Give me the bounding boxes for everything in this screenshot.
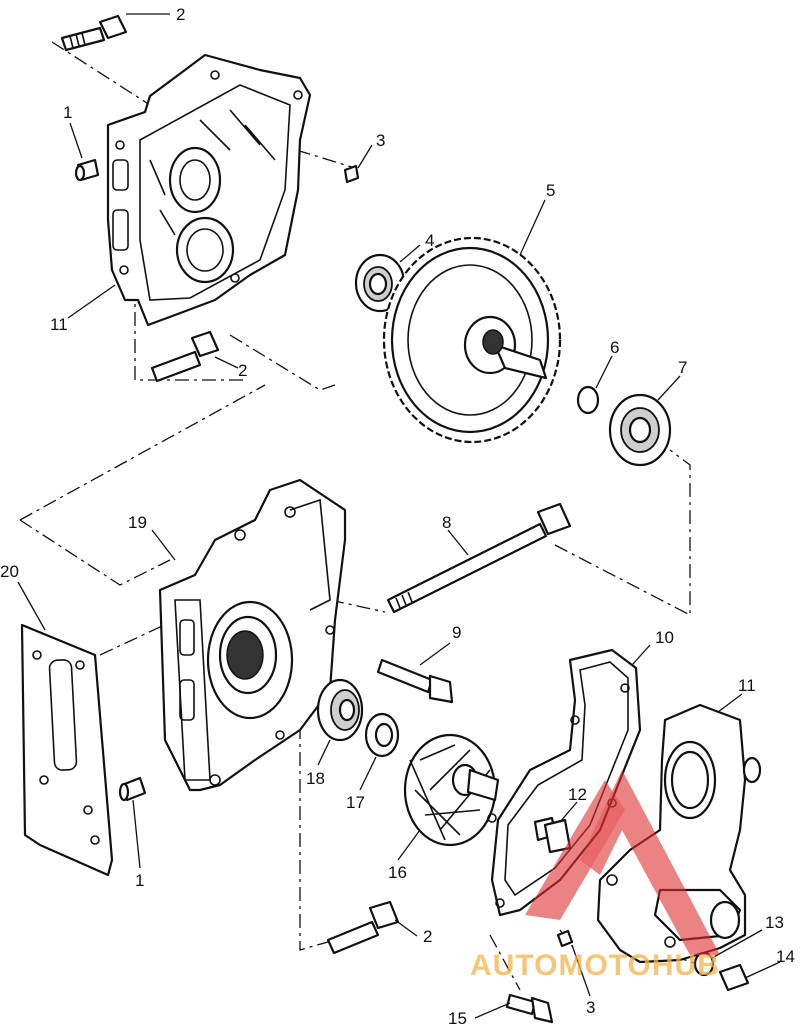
bolt-bottom bbox=[326, 900, 400, 955]
callout-14: 14 bbox=[776, 947, 795, 966]
dowel-pin-bottom bbox=[118, 776, 147, 802]
pin-top bbox=[343, 164, 360, 184]
bolt-mid bbox=[150, 330, 220, 383]
callout-2-top: 2 bbox=[176, 5, 185, 24]
callout-11-bottom: 11 bbox=[738, 676, 756, 695]
callout-15: 15 bbox=[448, 1009, 467, 1026]
callout-4: 4 bbox=[425, 231, 434, 250]
housing-plate-top bbox=[106, 53, 312, 327]
automotohub-watermark: AUTOMOTOHUB bbox=[470, 770, 720, 982]
bolt-nine bbox=[376, 658, 454, 704]
seal-bearing bbox=[316, 678, 364, 742]
callout-6: 6 bbox=[610, 338, 619, 357]
callout-17: 17 bbox=[346, 793, 365, 812]
callout-3-bottom: 3 bbox=[586, 998, 595, 1017]
callout-2-mid: 2 bbox=[238, 361, 247, 380]
impeller bbox=[403, 733, 500, 847]
callout-labels: 2 1 3 5 4 11 2 6 7 19 8 20 9 10 11 12 18… bbox=[0, 5, 795, 1026]
circlip bbox=[576, 385, 600, 415]
long-bolt bbox=[386, 502, 572, 614]
bearing-large bbox=[608, 393, 672, 467]
watermark-logo-triangle-inner bbox=[525, 780, 625, 920]
callout-2-bottom: 2 bbox=[423, 927, 432, 946]
nut-fourteen bbox=[718, 963, 750, 992]
washer bbox=[364, 712, 400, 758]
callout-9: 9 bbox=[452, 623, 461, 642]
callout-18: 18 bbox=[306, 769, 325, 788]
dowel-pin-top bbox=[74, 158, 100, 182]
callout-16: 16 bbox=[388, 863, 407, 882]
pin-bottom bbox=[556, 929, 574, 948]
callout-12: 12 bbox=[568, 785, 587, 804]
gasket-plate bbox=[20, 623, 114, 877]
callout-11-top: 11 bbox=[50, 315, 68, 334]
callout-1-bottom: 1 bbox=[135, 871, 144, 890]
bolt-fifteen bbox=[505, 993, 554, 1024]
pump-housing bbox=[158, 478, 347, 792]
callout-20: 20 bbox=[0, 562, 19, 581]
callout-5: 5 bbox=[546, 181, 555, 200]
cover-gasket bbox=[487, 648, 642, 917]
callout-1-top: 1 bbox=[63, 103, 72, 122]
drive-gear bbox=[382, 236, 562, 444]
callout-3-top: 3 bbox=[376, 131, 385, 150]
callout-8: 8 bbox=[442, 513, 451, 532]
callout-7: 7 bbox=[678, 358, 687, 377]
callout-13: 13 bbox=[765, 913, 784, 932]
bolt-top bbox=[60, 14, 128, 52]
watermark-text: AUTOMOTOHUB bbox=[470, 949, 720, 982]
callout-10: 10 bbox=[655, 628, 674, 647]
bearing-small bbox=[354, 253, 406, 313]
callout-19: 19 bbox=[128, 513, 147, 532]
callout-leaders bbox=[17, 13, 781, 1019]
